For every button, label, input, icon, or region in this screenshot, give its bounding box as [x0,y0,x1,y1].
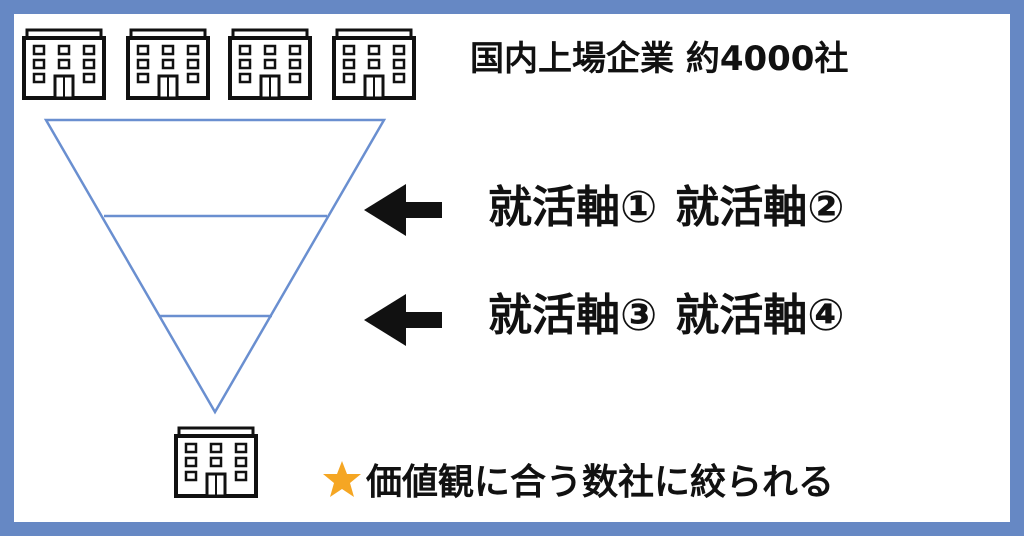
building-icon [174,426,258,498]
funnel-triangle [43,118,387,415]
conclusion: 価値観に合う数社に絞られる [322,460,834,501]
headline-text: 国内上場企業 約4000社 [470,39,849,79]
conclusion-text: 価値観に合う数社に絞られる [366,462,835,503]
building-icon [126,28,210,100]
star-icon [323,461,361,497]
axis-label-4: 就活軸④ [675,290,845,341]
left-arrow-icon [364,184,442,236]
left-arrow-icon [364,294,442,346]
axis-label-1: 就活軸① [488,182,658,233]
building-icon [228,28,312,100]
building-icon [332,28,416,100]
building-icon [22,28,106,100]
axis-label-2: 就活軸② [675,182,845,233]
axis-label-3: 就活軸③ [488,290,658,341]
